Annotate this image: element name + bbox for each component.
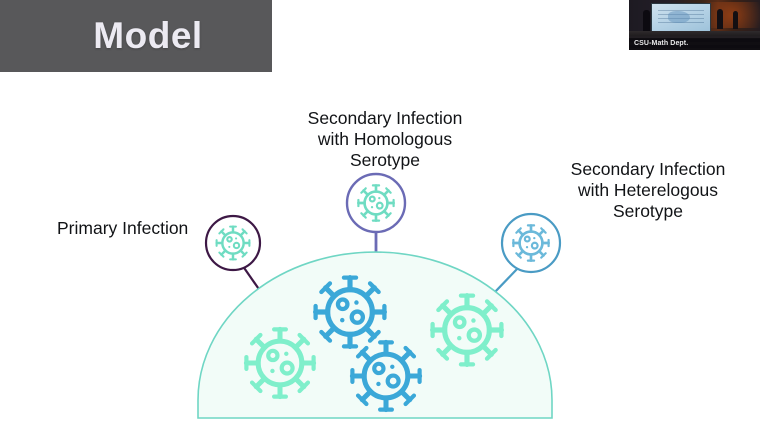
page-title: Model [93,15,203,56]
video-audience-figure-2 [733,11,738,29]
webcam-video-overlay[interactable]: CSU-Math Dept. [629,0,760,50]
callout-circle-primary [204,214,262,272]
slide-title-bar: Model [0,0,272,72]
callout-primary-infection [204,214,262,272]
label-primary-infection: Primary Infection [57,218,189,238]
callout-homologous-infection [345,172,407,234]
label-homologous-infection: Secondary Infection with Homologous Sero… [307,108,463,170]
label-heterologous-infection: Secondary Infection with Heterelogous Se… [570,159,726,221]
video-desk [629,31,760,38]
callout-heterologous-infection [500,212,562,274]
callout-circle-homologous [345,172,407,234]
video-projector-screen [651,3,711,33]
video-caption-label: CSU-Math Dept. [629,38,760,50]
video-screen-graphic [668,11,690,23]
video-speaker-figure [643,10,650,31]
callout-circle-heterologous [500,212,562,274]
video-audience-figure-1 [717,9,723,29]
video-screen-text-lines [658,10,704,24]
